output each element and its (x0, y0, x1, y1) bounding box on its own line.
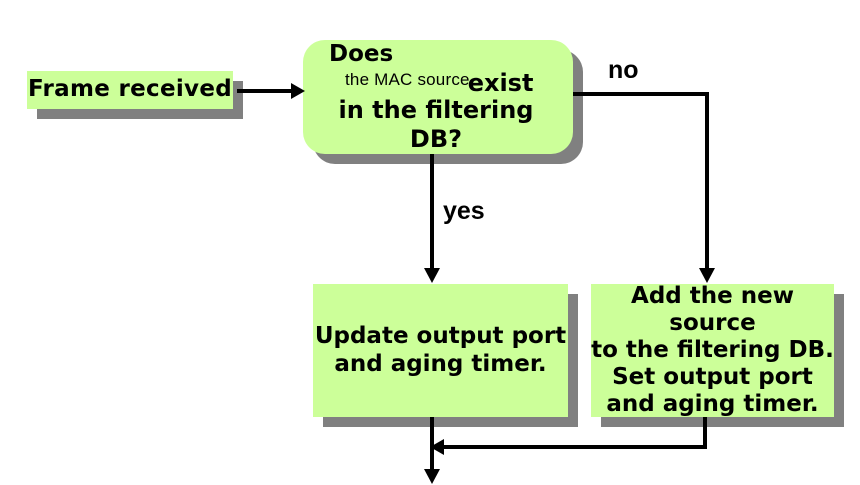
edge-label-yes: yes (443, 197, 485, 225)
edge-start-to-decision-arrowhead (291, 83, 305, 99)
edge-yes-arrowhead (424, 268, 440, 283)
edge-merge-arrowhead (430, 439, 444, 455)
update-line-1: Update output port (314, 323, 567, 350)
node-frame-received[interactable]: Frame received (27, 71, 233, 109)
node-add-new-source[interactable]: Add the new source to the filtering DB. … (591, 282, 834, 418)
decision-line-2-large: exist (467, 69, 534, 98)
update-line-2: and aging timer. (334, 350, 547, 377)
decision-line-2-small: the MAC source (345, 70, 470, 90)
edge-start-to-decision-line (237, 89, 299, 93)
add-line-2: to the filtering DB. (591, 336, 834, 363)
edge-label-no: no (608, 56, 639, 84)
decision-line-1: Does (329, 41, 394, 68)
node-update-output-port[interactable]: Update output port and aging timer. (313, 284, 568, 417)
edge-no-arrowhead (699, 268, 715, 283)
node-frame-received-label: Frame received (28, 76, 232, 103)
edge-no-horizontal (573, 92, 709, 96)
decision-line-2: the MAC sourceexist (345, 63, 591, 97)
add-line-3: Set output port (612, 364, 813, 391)
edge-add-down (703, 417, 707, 449)
edge-exit-arrowhead (424, 469, 440, 484)
node-decision-mac-source-exists[interactable]: Does the MAC sourceexist in the filterin… (303, 40, 573, 154)
edge-no-vertical (705, 92, 709, 274)
edge-merge-horizontal (444, 445, 707, 449)
edge-yes-vertical (430, 154, 434, 274)
add-line-1: Add the new source (631, 282, 794, 336)
decision-line-3: in the filtering DB? (338, 96, 534, 153)
add-line-4: and aging timer. (606, 391, 819, 418)
